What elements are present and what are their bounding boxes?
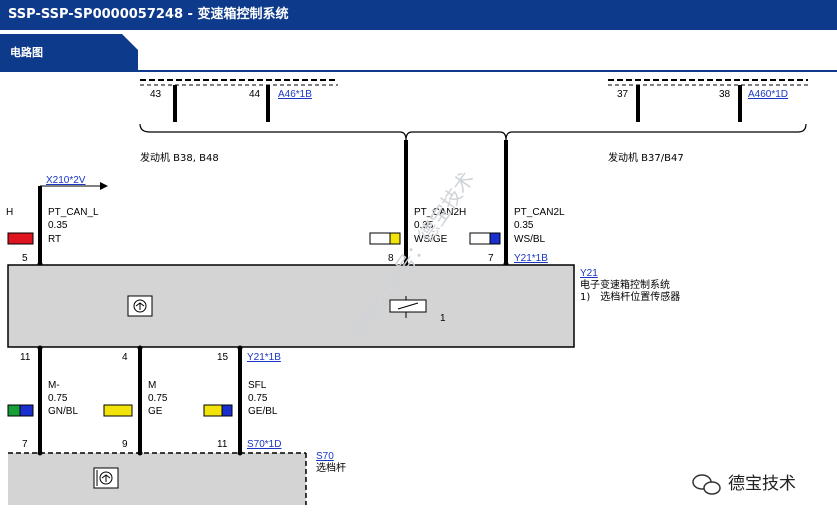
- wire-name: PT_CAN2L: [514, 207, 565, 218]
- wire-m-minus: 11 M- 0.75 GN/BL 7: [7, 345, 78, 452]
- pin-7: 7: [488, 253, 494, 264]
- wire-h-label: H: [6, 207, 13, 218]
- wire-color-swatch: [389, 232, 401, 245]
- link-s70-1d[interactable]: S70*1D: [247, 439, 281, 450]
- wire-color: GN/BL: [48, 406, 78, 417]
- wire-size: 0.35: [48, 220, 68, 231]
- pin-11-bottom: 11: [217, 439, 228, 450]
- module-sub-item: 1) 选档杆位置传感器: [580, 290, 680, 303]
- window-title: SSP-SSP-SP0000057248 - 变速箱控制系统: [0, 0, 837, 30]
- control-unit-icon: [127, 295, 153, 317]
- wire-color-swatch: [7, 232, 34, 245]
- wire-sfl: 15 Y21*1B SFL 0.75 GE/BL 11 S70*1D: [203, 345, 281, 452]
- wire-color-swatch: [489, 232, 501, 245]
- brand-name: 德宝技术: [728, 474, 796, 494]
- wire-color: GE: [148, 406, 163, 417]
- module-y21: 1 Y21 电子变速箱控制系统 1) 选档杆位置传感器: [7, 264, 680, 348]
- engine-variant-brace: [139, 123, 807, 141]
- link-a460-1d[interactable]: A460*1D: [748, 89, 788, 100]
- wire-name: SFL: [248, 380, 267, 391]
- wire-color-swatch: [103, 404, 133, 417]
- link-x210-2v[interactable]: X210*2V: [46, 175, 86, 186]
- wire-pt-can2h: PT_CAN2H 0.35 WS/GE 8: [369, 140, 466, 267]
- pin-37: 37: [617, 89, 629, 100]
- wire-color: GE/BL: [248, 406, 278, 417]
- pin-43: 43: [150, 89, 162, 100]
- link-y21-1b-bottom[interactable]: Y21*1B: [247, 352, 281, 363]
- engine-label-left: 发动机 B38, B48: [140, 151, 219, 164]
- engine-label-right: 发动机 B37/B47: [608, 151, 684, 164]
- wire-name: M-: [48, 380, 60, 391]
- pin-8: 8: [388, 253, 394, 264]
- lever-label: 选档杆: [316, 461, 346, 474]
- wire-color-swatch: [221, 404, 233, 417]
- pin-4: 4: [122, 352, 128, 363]
- pin-5: 5: [22, 253, 28, 264]
- top-connector-a460: 37 38 A460*1D: [608, 79, 808, 122]
- wire-m: 4 M 0.75 GE 9: [103, 345, 168, 452]
- wire-size: 0.35: [414, 220, 434, 231]
- wire-pt-can2l: PT_CAN2L 0.35 WS/BL 7 Y21*1B: [469, 140, 565, 267]
- wechat-icon: [692, 474, 721, 495]
- link-a46-1b[interactable]: A46*1B: [278, 89, 312, 100]
- selector-lever-s70: S70 选档杆: [8, 450, 346, 505]
- sensor-ref: 1: [440, 313, 446, 324]
- tab-wiring-diagram[interactable]: 电路图: [0, 34, 138, 70]
- pin-44: 44: [249, 89, 261, 100]
- pin-11: 11: [20, 352, 31, 363]
- top-connector-a46: 43 44 A46*1B: [140, 79, 338, 122]
- wire-color: WS/BL: [514, 234, 546, 245]
- position-sensor-icon: [389, 296, 427, 318]
- link-y21-1b-top[interactable]: Y21*1B: [514, 253, 548, 264]
- wire-name: PT_CAN2H: [414, 207, 466, 218]
- wire-size: 0.35: [514, 220, 534, 231]
- tab-bar: 电路图: [0, 30, 837, 72]
- pin-15: 15: [217, 352, 229, 363]
- wire-name: PT_CAN_L: [48, 207, 99, 218]
- pin-38: 38: [719, 89, 731, 100]
- wire-color: RT: [48, 234, 61, 245]
- wire-size: 0.75: [48, 393, 68, 404]
- lever-switch-icon: [93, 467, 119, 489]
- brand-logo: 德宝技术: [692, 474, 796, 495]
- wire-color: WS/GE: [414, 234, 448, 245]
- wire-name: M: [148, 380, 156, 391]
- pin-7-bottom: 7: [22, 439, 28, 450]
- wire-size: 0.75: [148, 393, 168, 404]
- module-id-y21[interactable]: Y21: [580, 268, 598, 279]
- wire-size: 0.75: [248, 393, 268, 404]
- pin-9: 9: [122, 439, 128, 450]
- lever-id-s70[interactable]: S70: [316, 451, 334, 462]
- wire-pt-can-l: X210*2V H PT_CAN_L 0.35 RT 5: [6, 175, 108, 267]
- module-name: 电子变速箱控制系统: [580, 278, 670, 291]
- wire-color-swatch: [19, 404, 34, 417]
